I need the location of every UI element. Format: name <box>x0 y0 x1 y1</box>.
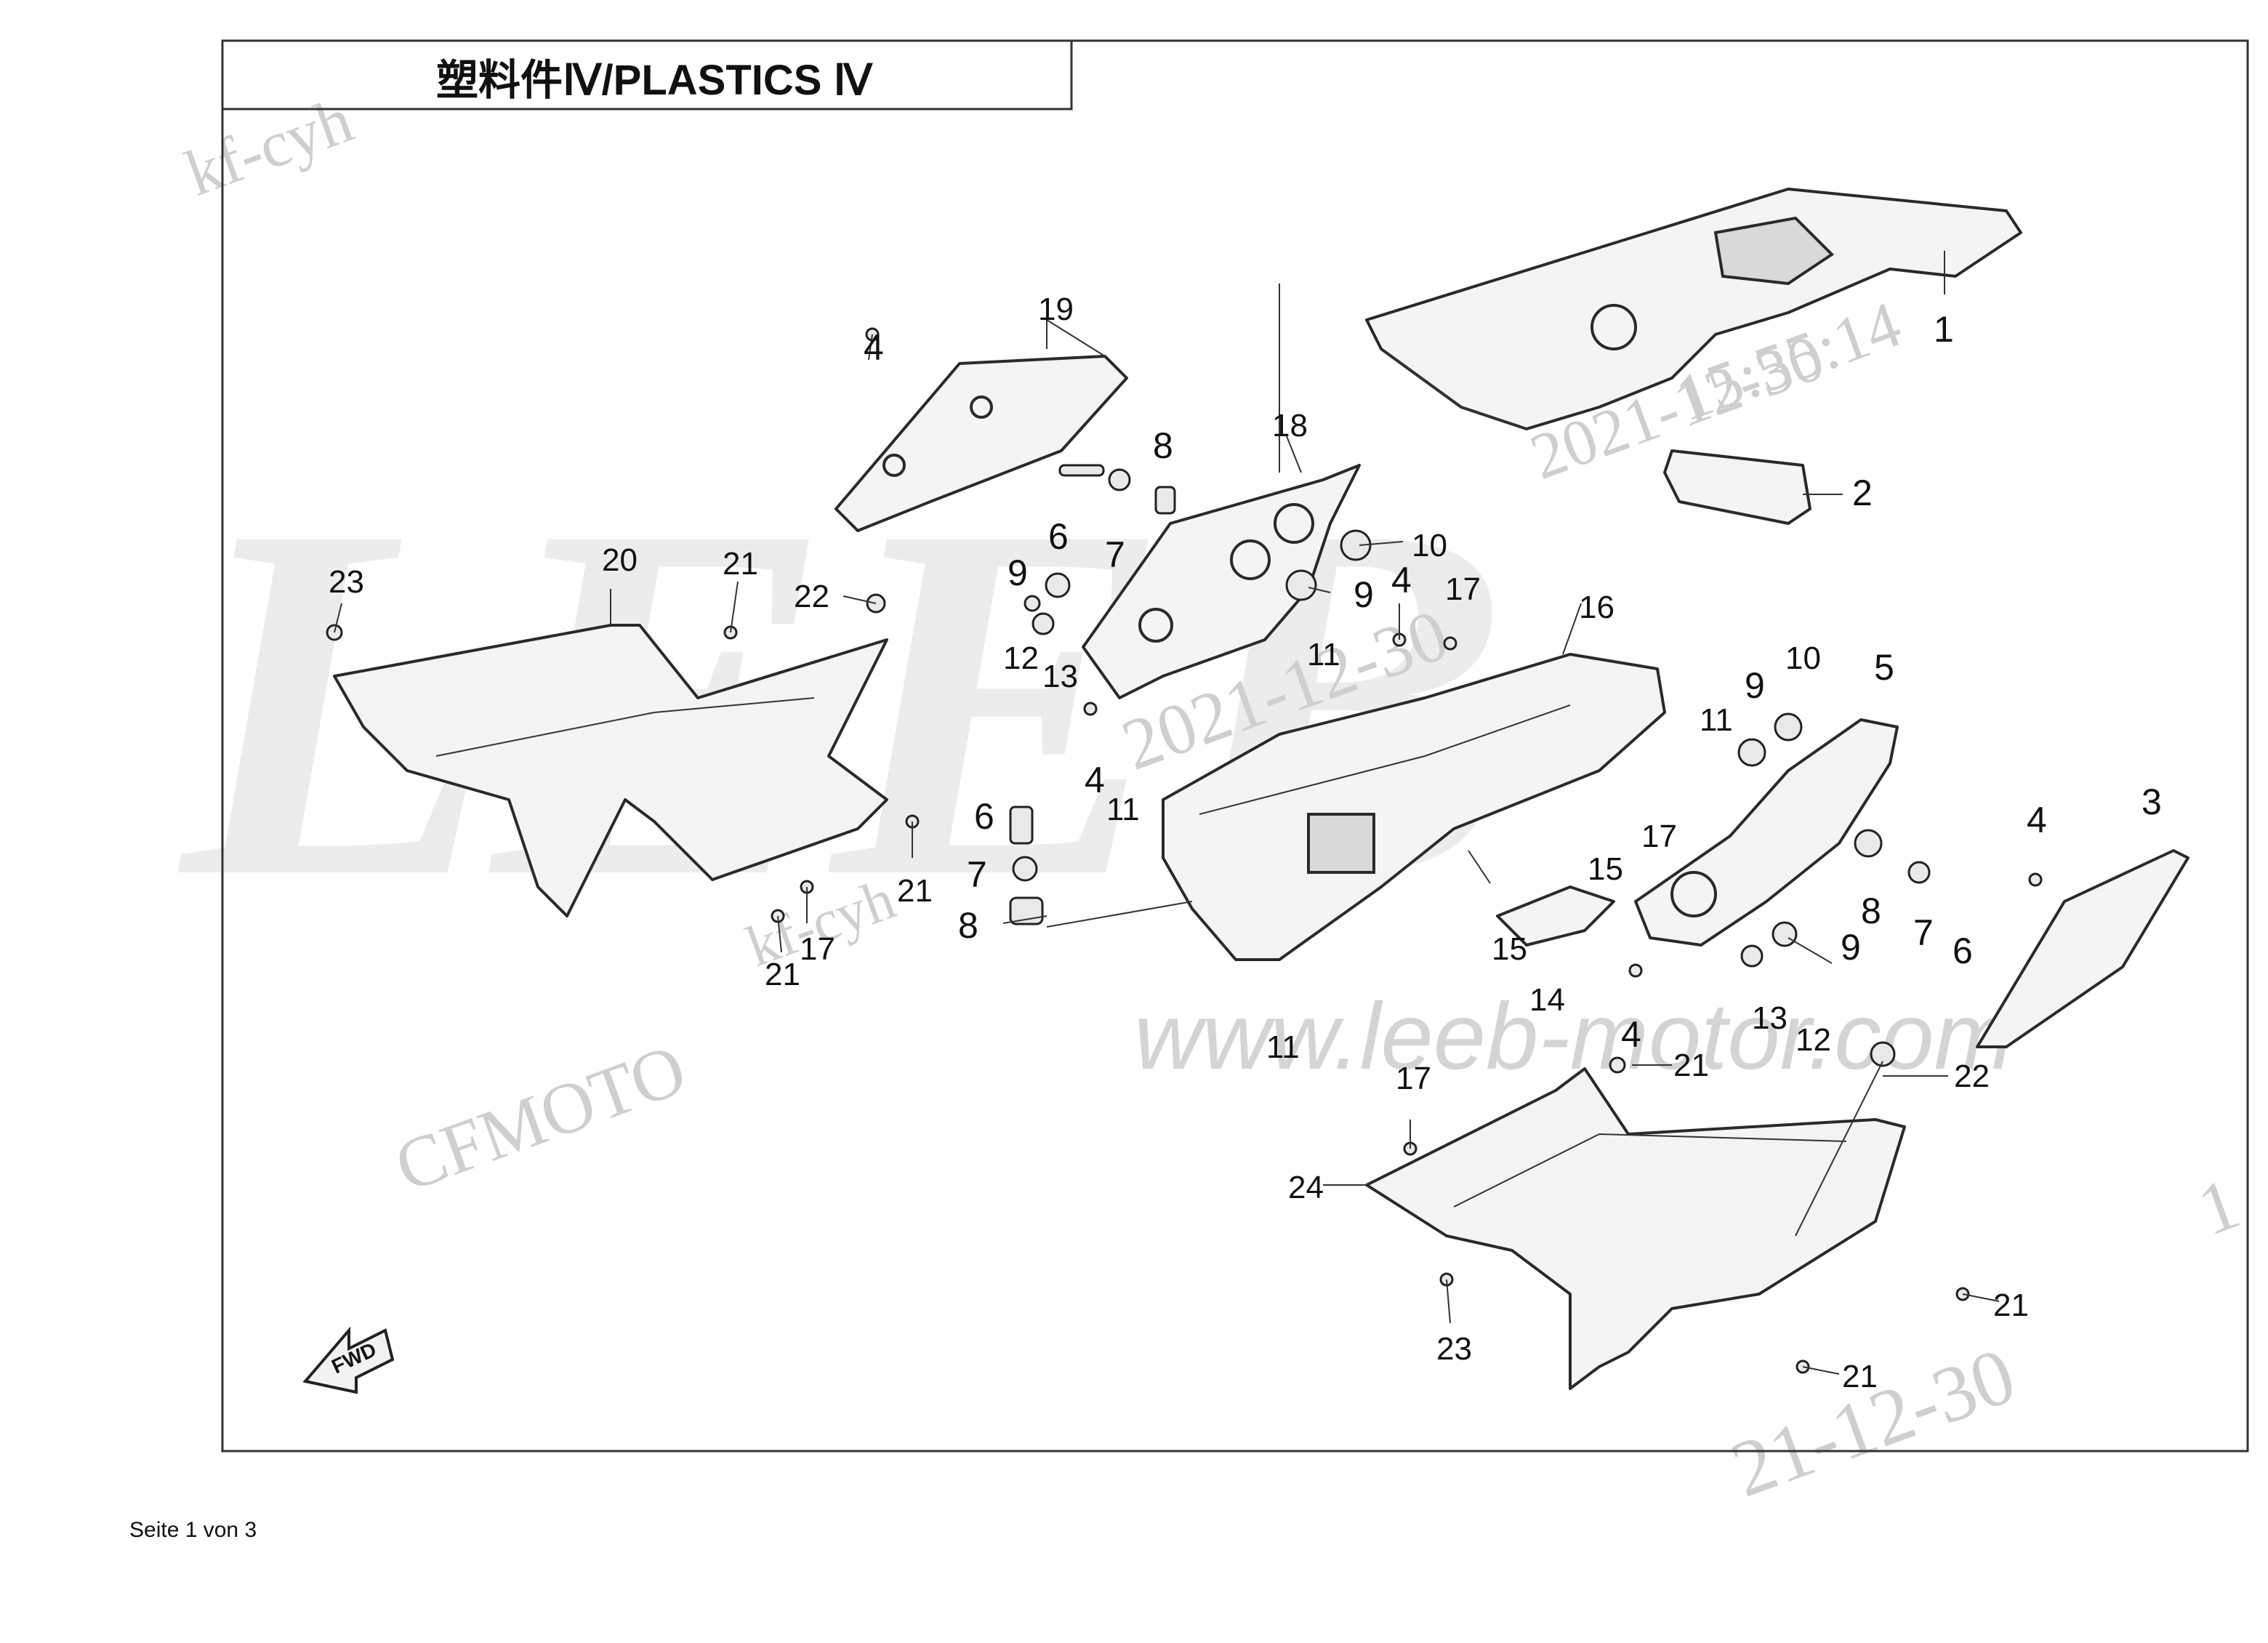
part-16-undertray <box>1162 653 1666 961</box>
callout: 19 <box>1038 292 1074 327</box>
callout: 4 <box>864 327 884 368</box>
callout: 10 <box>1412 528 1447 563</box>
callout: 7 <box>967 854 987 895</box>
callout: 9 <box>1354 574 1374 615</box>
page-title: 塑料件Ⅳ/PLASTICS Ⅳ <box>436 57 874 104</box>
callout: 16 <box>1579 590 1614 625</box>
watermark-date-c: 21-12-30 <box>1720 1330 2026 1514</box>
callout: 1 <box>1934 309 1954 350</box>
callout: 7 <box>1105 534 1125 575</box>
callout: 8 <box>1861 891 1881 931</box>
callout: 9 <box>1008 553 1028 593</box>
watermark-user: kf-cyh <box>177 84 362 209</box>
watermark-partial: 1 <box>2188 1162 2250 1250</box>
part-19-side-panel <box>835 355 1128 532</box>
callout: 21 <box>1842 1359 1878 1394</box>
callout: 23 <box>1436 1331 1472 1367</box>
callout: 11 <box>1266 1029 1300 1065</box>
callout: 21 <box>765 957 800 992</box>
title-box: 塑料件Ⅳ/PLASTICS Ⅳ <box>221 39 1073 111</box>
callout: 22 <box>794 579 829 614</box>
callout: 8 <box>958 905 978 946</box>
callout: 11 <box>1307 637 1340 672</box>
callout: 20 <box>602 542 638 578</box>
callout: 7 <box>1913 912 1934 953</box>
part-18-frame-bracket <box>1082 464 1361 699</box>
callout: 12 <box>1003 640 1039 676</box>
callout: 6 <box>974 796 994 837</box>
callout: 17 <box>1396 1061 1431 1096</box>
callout: 9 <box>1841 927 1861 968</box>
callout: 6 <box>1048 516 1069 557</box>
watermark-brand: CFMOTO <box>385 1028 696 1207</box>
callout: 18 <box>1272 408 1308 443</box>
callout: 17 <box>800 931 835 967</box>
callout: 5 <box>1874 647 1894 688</box>
callout: 9 <box>1745 665 1765 706</box>
page-footer: Seite 1 von 3 <box>129 1518 257 1542</box>
callout: 4 <box>1391 560 1412 600</box>
callout: 11 <box>1700 702 1733 738</box>
callout: 12 <box>1796 1022 1831 1058</box>
callout: 4 <box>2027 800 2047 840</box>
callout: 6 <box>1953 931 1973 971</box>
callout: 4 <box>1621 1014 1641 1055</box>
part-2-bracket <box>1663 449 1811 525</box>
callout: 3 <box>2142 782 2162 822</box>
leader-lines <box>334 251 2000 1375</box>
callout-labels: 1 2 3 4 4 4 4 4 4 5 6 6 6 7 7 7 8 8 8 9 … <box>329 292 2162 1394</box>
callout: 8 <box>1153 425 1173 466</box>
part-3-right-side-panel <box>1976 849 2189 1048</box>
callout: 23 <box>329 564 364 600</box>
part-14-clip <box>1496 885 1615 947</box>
callout: 4 <box>1085 760 1105 800</box>
callout: 2 <box>1852 473 1873 513</box>
callout: 13 <box>1752 1000 1788 1036</box>
callout: 17 <box>1445 571 1481 607</box>
watermark-url: www.leeb-motor.com <box>1134 983 2013 1089</box>
callout: 24 <box>1288 1170 1324 1205</box>
part-5-right-bracket <box>1634 718 1899 947</box>
callout: 17 <box>1641 819 1677 854</box>
callout: 15 <box>1492 931 1527 967</box>
callout: 21 <box>723 546 758 582</box>
callout: 22 <box>1954 1058 1990 1094</box>
callout: 14 <box>1529 982 1565 1018</box>
callout: 10 <box>1785 640 1821 676</box>
callout: 13 <box>1042 659 1078 694</box>
part-1-rear-top-cover <box>1365 188 2022 430</box>
diagram-frame <box>221 39 2249 1453</box>
callout: 15 <box>1588 851 1623 887</box>
callout: 11 <box>1106 792 1140 827</box>
callout: 21 <box>1673 1048 1709 1083</box>
part-24-right-side-cover <box>1365 1067 1906 1390</box>
callout: 21 <box>897 873 933 909</box>
fwd-arrow: FWD <box>302 1326 395 1394</box>
callout: 21 <box>1993 1288 2029 1323</box>
part-20-left-side-cover <box>333 624 888 917</box>
